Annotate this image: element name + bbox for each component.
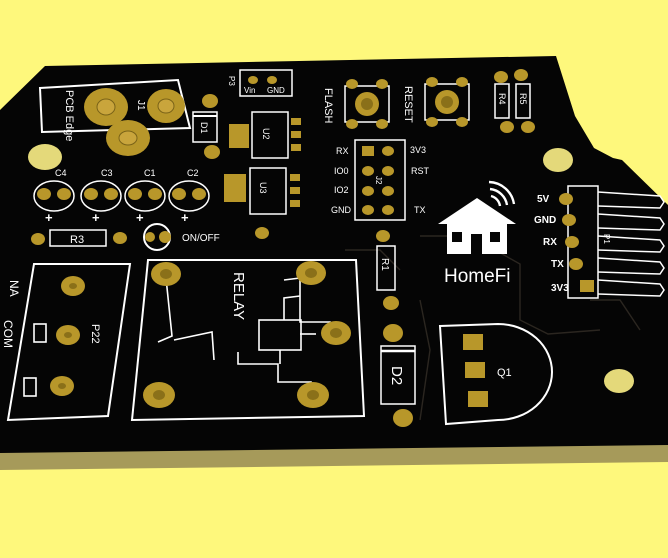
j2-rst-label: RST xyxy=(411,166,430,176)
r3-label: R3 xyxy=(70,234,84,246)
p3-label: P3 xyxy=(227,76,236,86)
reset-label: RESET xyxy=(402,86,414,123)
c1-plus: + xyxy=(136,210,144,225)
reset-button-footprint: RESET xyxy=(402,77,470,127)
p22-terminal: P22 NA COM xyxy=(1,263,132,422)
pcb-edge-label: PCB Edge xyxy=(63,90,75,141)
r4-resistor: R4 xyxy=(494,71,514,133)
j2-io0-label: IO0 xyxy=(334,166,349,176)
q1-label: Q1 xyxy=(497,367,512,379)
q1-transistor: Q1 xyxy=(438,322,553,426)
c2-label: C2 xyxy=(187,168,199,178)
p22-label: P22 xyxy=(89,324,101,344)
d1-diode: D1 xyxy=(192,94,220,159)
mounting-hole-top-right xyxy=(543,148,573,172)
r4-label: R4 xyxy=(497,93,507,105)
on-off-label: ON/OFF xyxy=(182,233,220,244)
j1-label: J1 xyxy=(135,100,146,111)
p1-5v-label: 5V xyxy=(537,194,550,205)
na-label: NA xyxy=(7,280,21,297)
p1-tx-label: TX xyxy=(551,259,564,270)
mounting-hole-bottom-right xyxy=(604,369,634,393)
c4-plus: + xyxy=(45,210,53,225)
flash-button-footprint: FLASH xyxy=(322,79,390,129)
j2-3v3-label: 3V3 xyxy=(410,145,426,155)
p3-vin-label: Vin xyxy=(244,86,255,95)
u3-label: U3 xyxy=(258,182,268,194)
r5-resistor: R5 xyxy=(514,69,535,133)
d1-label: D1 xyxy=(199,122,209,134)
c3-plus: + xyxy=(92,210,100,225)
p1-header: P1 5V GND RX TX 3V3 xyxy=(534,185,665,299)
mounting-hole-top-left xyxy=(28,144,62,170)
d2-diode: D2 xyxy=(380,324,416,427)
p1-label: P1 xyxy=(602,234,611,244)
j2-header: J2 RX IO0 IO2 GND 3V3 RST TX xyxy=(331,139,430,221)
house-wifi-icon: HomeFi xyxy=(438,180,516,287)
u2-regulator: U2 xyxy=(229,111,301,159)
c4-label: C4 xyxy=(55,168,67,178)
capacitor-row: C4 C3 C1 C2 + + + + xyxy=(33,168,210,225)
homefi-label: HomeFi xyxy=(444,266,511,287)
p1-3v3-label: 3V3 xyxy=(551,283,569,294)
relay-label: RELAY xyxy=(230,272,247,320)
p3-gnd-label: GND xyxy=(267,86,285,95)
r1-resistor: R1 xyxy=(376,230,399,310)
j2-label: J2 xyxy=(374,176,383,185)
pcb-board xyxy=(0,56,668,453)
j2-io2-label: IO2 xyxy=(334,185,349,195)
via-pad xyxy=(255,227,269,239)
com-label: COM xyxy=(1,320,15,348)
d2-label: D2 xyxy=(388,366,405,385)
j2-gnd-label: GND xyxy=(331,205,352,215)
c1-label: C1 xyxy=(144,168,156,178)
r3-resistor: R3 xyxy=(31,229,127,247)
c2-plus: + xyxy=(181,210,189,225)
r1-label: R1 xyxy=(379,258,390,271)
p3-header: P3 Vin GND xyxy=(227,69,293,97)
mounting-holes xyxy=(28,144,634,393)
on-off-switch: ON/OFF xyxy=(143,223,220,251)
r5-label: R5 xyxy=(518,93,528,105)
j2-tx-label: TX xyxy=(414,205,426,215)
flash-label: FLASH xyxy=(322,88,334,124)
c3-label: C3 xyxy=(101,168,113,178)
p1-rx-label: RX xyxy=(543,237,557,248)
relay-footprint: RELAY xyxy=(130,259,366,422)
j1-dc-jack: J1 PCB Edge xyxy=(38,78,192,156)
u2-label: U2 xyxy=(261,128,271,140)
j2-rx-label: RX xyxy=(336,146,349,156)
p1-gnd-label: GND xyxy=(534,215,556,226)
u3-regulator: U3 xyxy=(224,167,300,215)
